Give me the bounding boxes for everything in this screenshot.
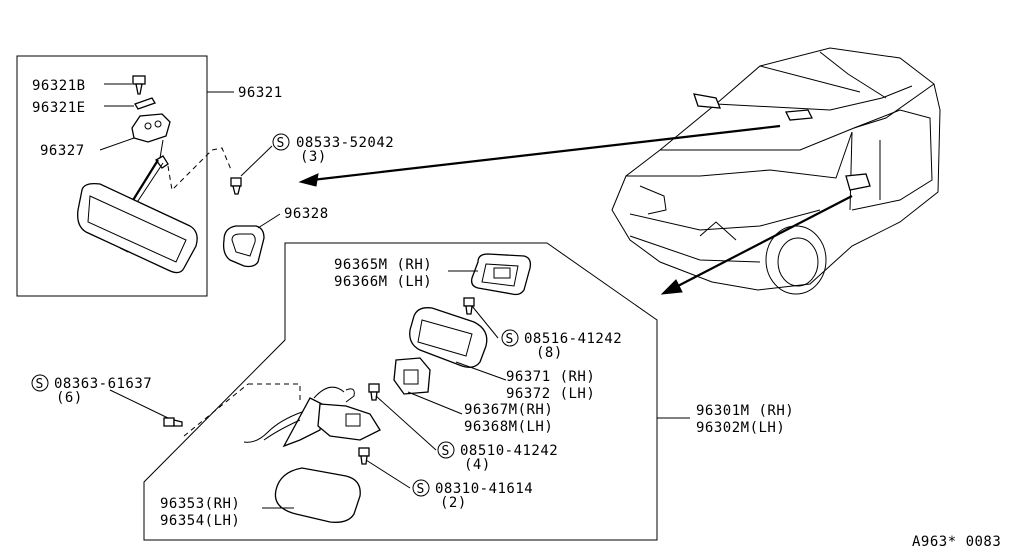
cover-96328 — [222, 225, 265, 268]
svg-text:S: S — [36, 377, 44, 392]
screw-08363 — [163, 417, 183, 427]
actuator-96367m — [393, 357, 431, 395]
label-08510: 08510-41242 — [460, 443, 558, 459]
label-08510-qty: (4) — [464, 457, 491, 473]
screw-08516 — [463, 297, 475, 315]
label-96353: 96353(RH) — [160, 496, 240, 512]
label-96321: 96321 — [238, 85, 283, 101]
label-08516-qty: (8) — [536, 345, 563, 361]
label-96302m: 96302M(LH) — [696, 420, 785, 436]
screw-symbol — [437, 441, 455, 459]
svg-text:S: S — [442, 444, 450, 459]
label-96372: 96372 (LH) — [506, 386, 595, 402]
label-96327: 96327 — [40, 143, 85, 159]
screw-symbol — [272, 133, 290, 151]
label-96301m: 96301M (RH) — [696, 403, 794, 419]
label-08363: 08363-61637 — [54, 376, 152, 392]
housing-96371 — [409, 307, 488, 368]
glass-96365m — [470, 253, 532, 296]
screw-symbol — [412, 479, 430, 497]
label-08363-qty: (6) — [56, 390, 83, 406]
screw-symbol — [31, 374, 49, 392]
label-08533: 08533-52042 — [296, 135, 394, 151]
base-96327 — [131, 113, 171, 143]
label-96321e: 96321E — [32, 100, 86, 116]
screw-08533 — [230, 177, 242, 195]
screw-08310 — [358, 447, 370, 465]
inner-mirror-body — [77, 182, 198, 274]
label-96328: 96328 — [284, 206, 329, 222]
clip-96321b — [132, 75, 146, 95]
label-96366m: 96366M (LH) — [334, 274, 432, 290]
label-96354: 96354(LH) — [160, 513, 240, 529]
label-96321b: 96321B — [32, 78, 86, 94]
label-96368m: 96368M(LH) — [464, 419, 553, 435]
diagram-code: A963* 0083 — [912, 534, 1001, 550]
door-mirror-outline — [143, 242, 658, 541]
label-08310-qty: (2) — [440, 495, 467, 511]
label-08516: 08516-41242 — [524, 331, 622, 347]
label-96365m: 96365M (RH) — [334, 257, 432, 273]
car-illustration — [611, 47, 941, 295]
screw-symbol — [501, 329, 519, 347]
label-08533-qty: (3) — [300, 149, 327, 165]
label-08310: 08310-41614 — [435, 481, 533, 497]
svg-text:S: S — [506, 332, 514, 347]
screw-08510 — [368, 383, 380, 401]
svg-text:S: S — [277, 136, 285, 151]
label-96367m: 96367M(RH) — [464, 402, 553, 418]
outer-cover-96353 — [274, 467, 361, 523]
inner-mirror-box — [16, 55, 208, 297]
mirror-base-assembly — [243, 386, 381, 448]
label-96371: 96371 (RH) — [506, 369, 595, 385]
svg-text:S: S — [417, 482, 425, 497]
spacer-96321e — [134, 97, 156, 110]
